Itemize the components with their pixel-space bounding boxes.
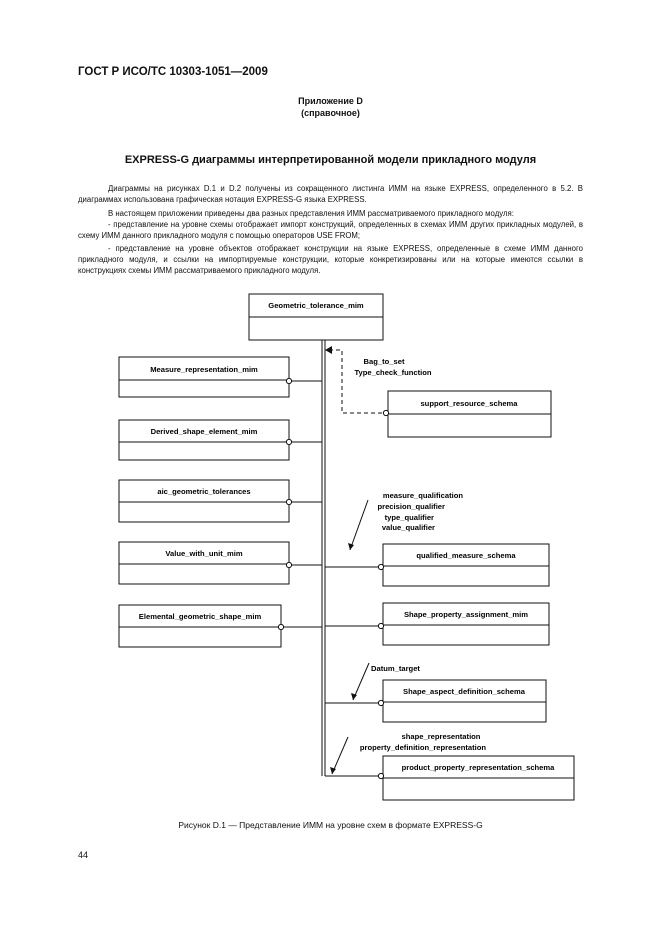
page-number: 44 <box>78 850 89 860</box>
schema-name-right: Shape_property_assignment_mim <box>404 610 528 619</box>
schema-name-left: Elemental_geometric_shape_mim <box>139 612 262 621</box>
reference-label: property_definition_representation <box>360 743 487 752</box>
schema-name-right: product_property_representation_schema <box>402 763 556 772</box>
reference-label: value_qualifier <box>382 523 435 532</box>
reference-label: type_qualifier <box>385 513 434 522</box>
schema-name-left: Derived_shape_element_mim <box>151 427 258 436</box>
section-title: EXPRESS-G диаграммы интерпретированной м… <box>124 154 537 166</box>
reference-label: measure_qualification <box>383 491 464 500</box>
reference-label: Type_check_function <box>354 368 431 377</box>
reference-label: shape_representation <box>402 732 481 741</box>
schema-name-right: qualified_measure_schema <box>416 551 516 560</box>
annex-kind: (справочное) <box>301 108 360 118</box>
schema-name-right: support_resource_schema <box>420 399 518 408</box>
paragraph: В настоящем приложении приведены два раз… <box>108 209 514 218</box>
reference-label: Datum_target <box>371 664 420 673</box>
paragraph: Диаграммы на рисунках D.1 и D.2 получены… <box>78 184 583 204</box>
reference-label: Bag_to_set <box>364 357 405 366</box>
schema-name-left: Value_with_unit_mim <box>165 549 242 558</box>
document-header: ГОСТ Р ИСО/ТС 10303-1051—2009 <box>78 66 268 78</box>
reference-label: precision_qualifier <box>377 502 445 511</box>
paragraph: - представление на уровне схемы отобража… <box>78 220 583 240</box>
schema-name-left: Measure_representation_mim <box>150 365 258 374</box>
paragraph: - представление на уровне объектов отобр… <box>78 244 583 275</box>
schema-box-left <box>118 356 290 398</box>
schema-name-left: aic_geometric_tolerances <box>157 487 250 496</box>
annex-name: Приложение D <box>298 96 363 106</box>
schema-box-left <box>118 419 290 461</box>
figure-caption: Рисунок D.1 — Представление ИММ на уровн… <box>178 820 483 830</box>
schema-name-right: Shape_aspect_definition_schema <box>403 687 526 696</box>
schema-name-main: Geometric_tolerance_mim <box>268 301 364 310</box>
